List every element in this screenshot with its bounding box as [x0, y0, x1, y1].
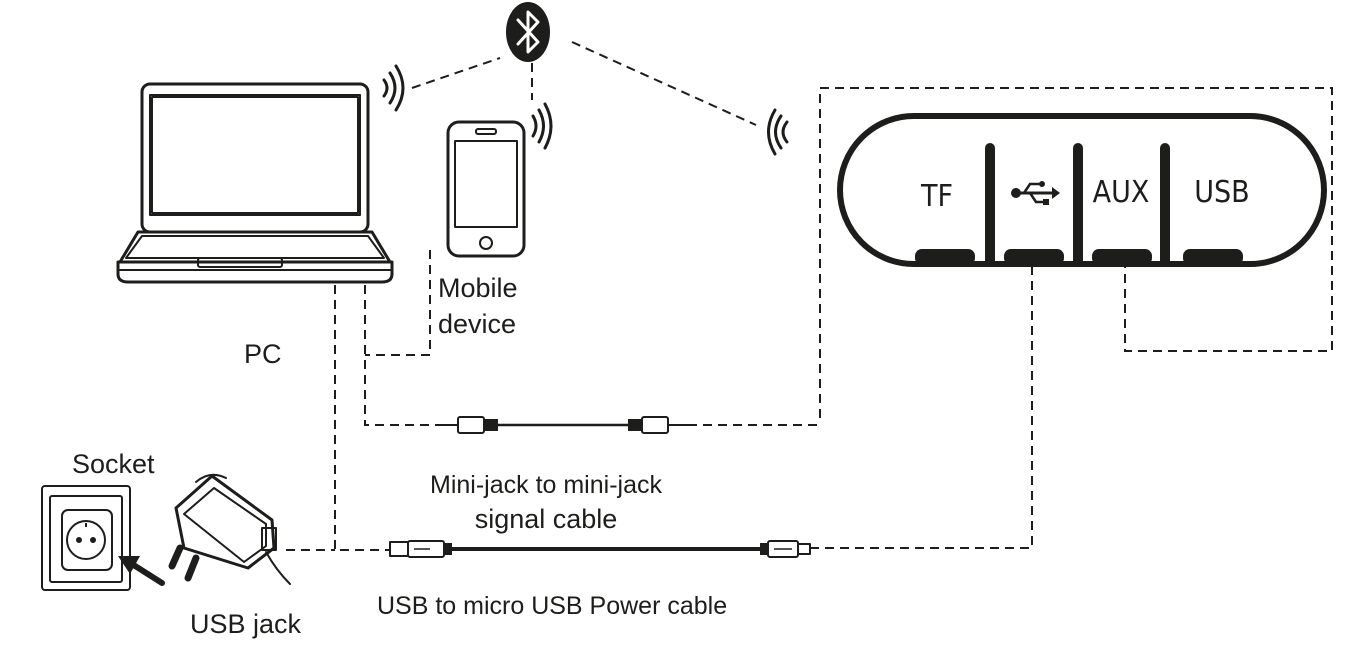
mobile-phone-icon: [446, 120, 526, 258]
pc-label: PC: [244, 339, 282, 369]
speaker-bluetooth-link: [571, 41, 757, 126]
aux-route-frame: [819, 87, 1333, 418]
micro-usb-port: [1004, 249, 1064, 265]
mobile-minijack-route: [365, 250, 431, 356]
wall-socket-icon: [41, 485, 131, 591]
minijack-plug-right: [628, 416, 688, 434]
micro-usb-plug: [760, 540, 811, 558]
laptop-icon: [116, 82, 394, 284]
mobile-label-line1: Mobile: [438, 273, 518, 303]
pc-usb-route: [334, 285, 390, 551]
tf-label: TF: [920, 179, 953, 214]
usb-label: USB: [1194, 175, 1249, 210]
mobile-label-line2: device: [438, 309, 516, 339]
usb-power-cable: [389, 540, 811, 558]
aux-port: [1092, 249, 1152, 265]
arrow-icon: [118, 556, 165, 586]
usb-symbol-icon: [1011, 181, 1060, 205]
minijack-cable: [440, 416, 688, 434]
wireless-signal-icon: [767, 108, 789, 156]
aux-label: AUX: [1093, 175, 1150, 210]
usb-jack-label: USB jack: [190, 609, 302, 639]
usb-power-cable-label: USB to micro USB Power cable: [377, 592, 727, 620]
pc-bluetooth-link: [411, 57, 501, 89]
speaker-power-route: [810, 262, 1033, 549]
speaker-panel: TF AUX USB: [837, 113, 1327, 267]
connection-lines: [286, 41, 1333, 551]
tf-slot: [915, 249, 975, 265]
bluetooth-icon: [506, 2, 550, 62]
wireless-signal-icon: [531, 102, 553, 150]
minijack-plug-left: [440, 416, 498, 434]
usb-charger-icon: [168, 473, 291, 585]
wireless-signal-icon: [382, 64, 405, 112]
usb-port: [1183, 249, 1243, 265]
minijack-cable-label-line2: signal cable: [475, 504, 618, 534]
socket-label: Socket: [72, 449, 155, 479]
minijack-cable-label-line1: Mini-jack to mini-jack: [430, 471, 662, 499]
usb-a-plug: [389, 540, 452, 558]
pc-minijack-route: [364, 285, 440, 426]
